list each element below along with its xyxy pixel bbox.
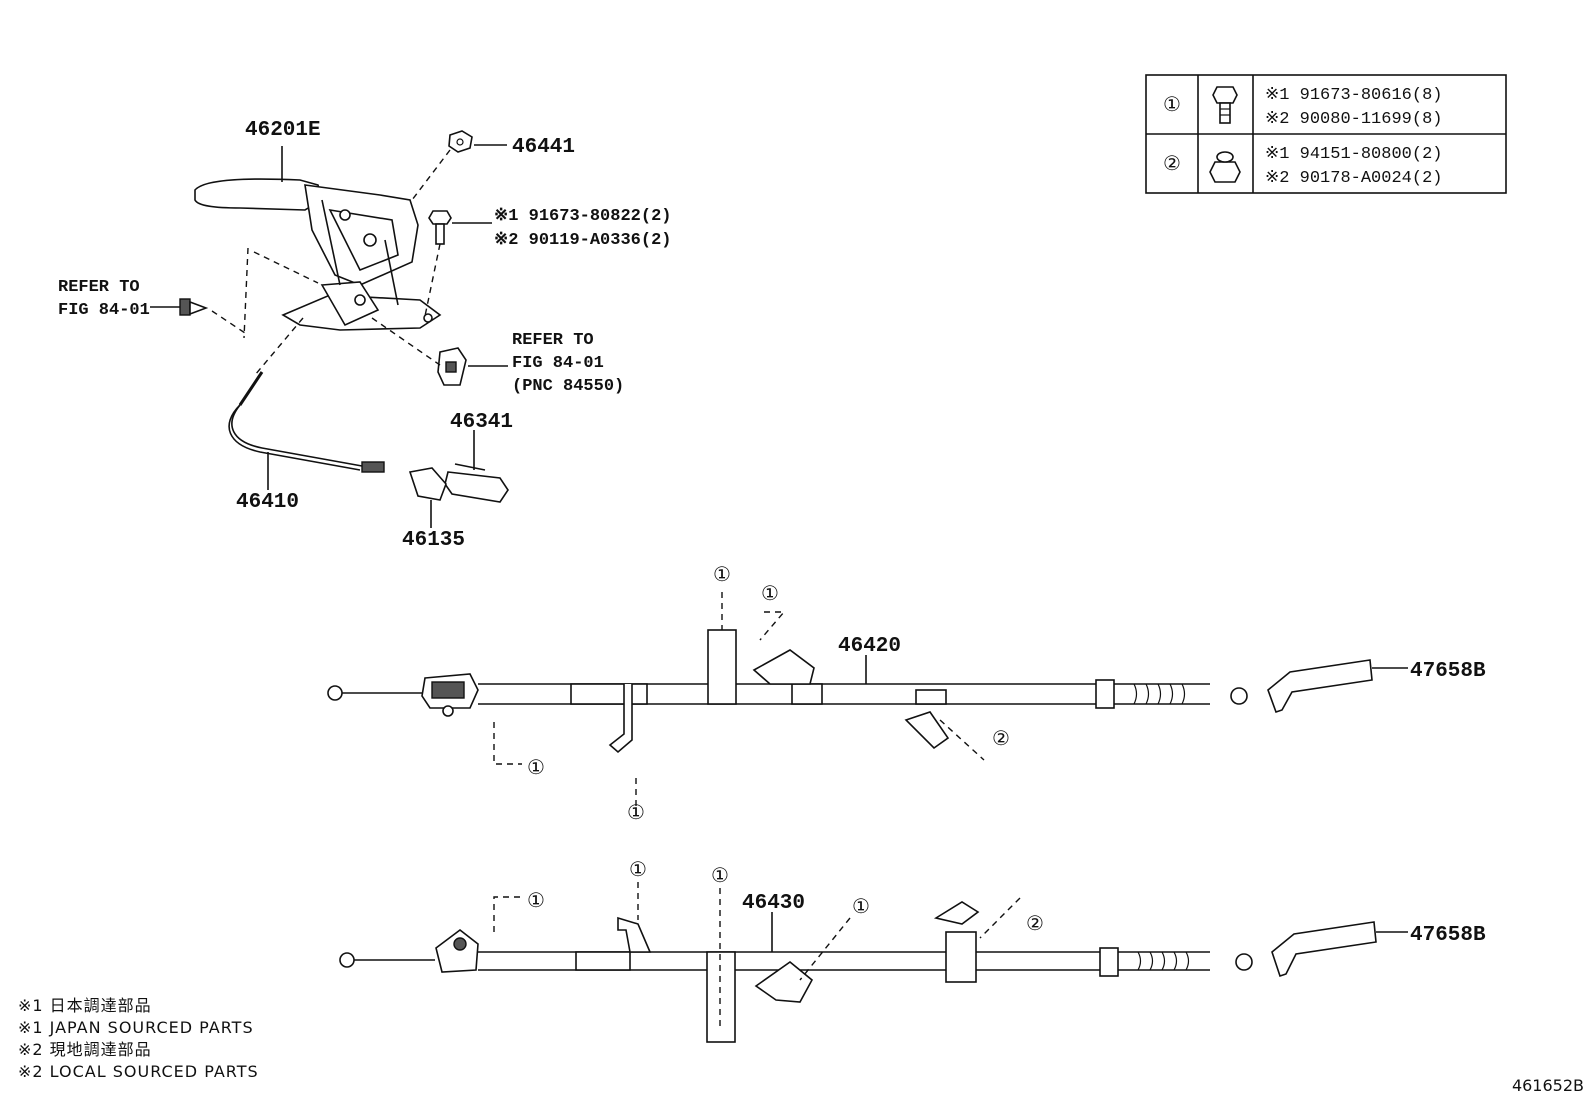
label-46420: 46420 bbox=[838, 635, 901, 658]
label-46430: 46430 bbox=[742, 892, 805, 915]
table-key-2: ② bbox=[1163, 151, 1181, 175]
nut-46441 bbox=[448, 130, 473, 153]
cover-upper bbox=[1267, 659, 1373, 714]
marker-1: ① bbox=[527, 888, 545, 912]
table-row2-line2: ※2 90178-A0024(2) bbox=[1265, 169, 1442, 188]
cable-46430 bbox=[339, 901, 1253, 1043]
clip-46341 bbox=[444, 463, 509, 503]
marker-1: ① bbox=[527, 755, 545, 779]
bolt-91673-80822 bbox=[428, 210, 452, 245]
label-46441: 46441 bbox=[512, 136, 575, 159]
parking-brake-lever bbox=[194, 178, 442, 331]
cable-46410 bbox=[228, 317, 385, 473]
label-46135: 46135 bbox=[402, 529, 465, 552]
nut-icon bbox=[1209, 151, 1241, 183]
note-japan-jp: ※1 日本調達部品 bbox=[18, 996, 152, 1015]
bolt-icon bbox=[1212, 86, 1238, 124]
note-local-en: ※2 LOCAL SOURCED PARTS bbox=[18, 1062, 259, 1081]
table-row1-line1: ※1 91673-80616(8) bbox=[1265, 86, 1442, 105]
note-japan-en: ※1 JAPAN SOURCED PARTS bbox=[18, 1018, 254, 1037]
sourcing-notes: ※1 日本調達部品 ※1 JAPAN SOURCED PARTS ※2 現地調達… bbox=[18, 996, 259, 1081]
label-refer-right-1: REFER TO bbox=[512, 331, 594, 350]
label-bolt-alt2: ※2 90119-A0336(2) bbox=[494, 231, 671, 250]
table-key-1: ① bbox=[1163, 92, 1181, 116]
screw-left bbox=[179, 298, 209, 316]
marker-1: ① bbox=[629, 857, 647, 881]
marker-1: ① bbox=[852, 894, 870, 918]
label-46410: 46410 bbox=[236, 491, 299, 514]
clip-46135 bbox=[408, 467, 447, 501]
label-46201E: 46201E bbox=[245, 119, 321, 142]
marker-1: ① bbox=[711, 863, 729, 887]
switch-bracket bbox=[437, 347, 467, 386]
marker-group: ① ① ① ① ② ① ① ① ① ② bbox=[527, 562, 1044, 935]
note-local-jp: ※2 現地調達部品 bbox=[18, 1040, 152, 1059]
table-row1-line2: ※2 90080-11699(8) bbox=[1265, 110, 1442, 129]
label-47658B-upper: 47658B bbox=[1410, 660, 1486, 683]
label-refer-right-2: FIG 84-01 bbox=[512, 354, 604, 373]
figure-id: 461652B bbox=[1512, 1076, 1584, 1095]
label-46341: 46341 bbox=[450, 411, 513, 434]
label-47658B-lower: 47658B bbox=[1410, 924, 1486, 947]
fastener-table: ① ② ※1 91673-80616(8) ※2 90080-11699(8) … bbox=[1145, 74, 1507, 194]
marker-1: ① bbox=[713, 562, 731, 586]
marker-2: ② bbox=[1026, 911, 1044, 935]
table-row2-line1: ※1 94151-80800(2) bbox=[1265, 145, 1442, 164]
cover-lower bbox=[1271, 921, 1377, 978]
label-bolt-alt1: ※1 91673-80822(2) bbox=[494, 207, 671, 226]
cable-46420 bbox=[327, 629, 1248, 754]
marker-1: ① bbox=[761, 581, 779, 605]
label-refer-left-2: FIG 84-01 bbox=[58, 301, 150, 320]
marker-1: ① bbox=[627, 800, 645, 824]
label-refer-right-3: (PNC 84550) bbox=[512, 377, 624, 396]
marker-2: ② bbox=[992, 726, 1010, 750]
label-refer-left-1: REFER TO bbox=[58, 278, 140, 297]
